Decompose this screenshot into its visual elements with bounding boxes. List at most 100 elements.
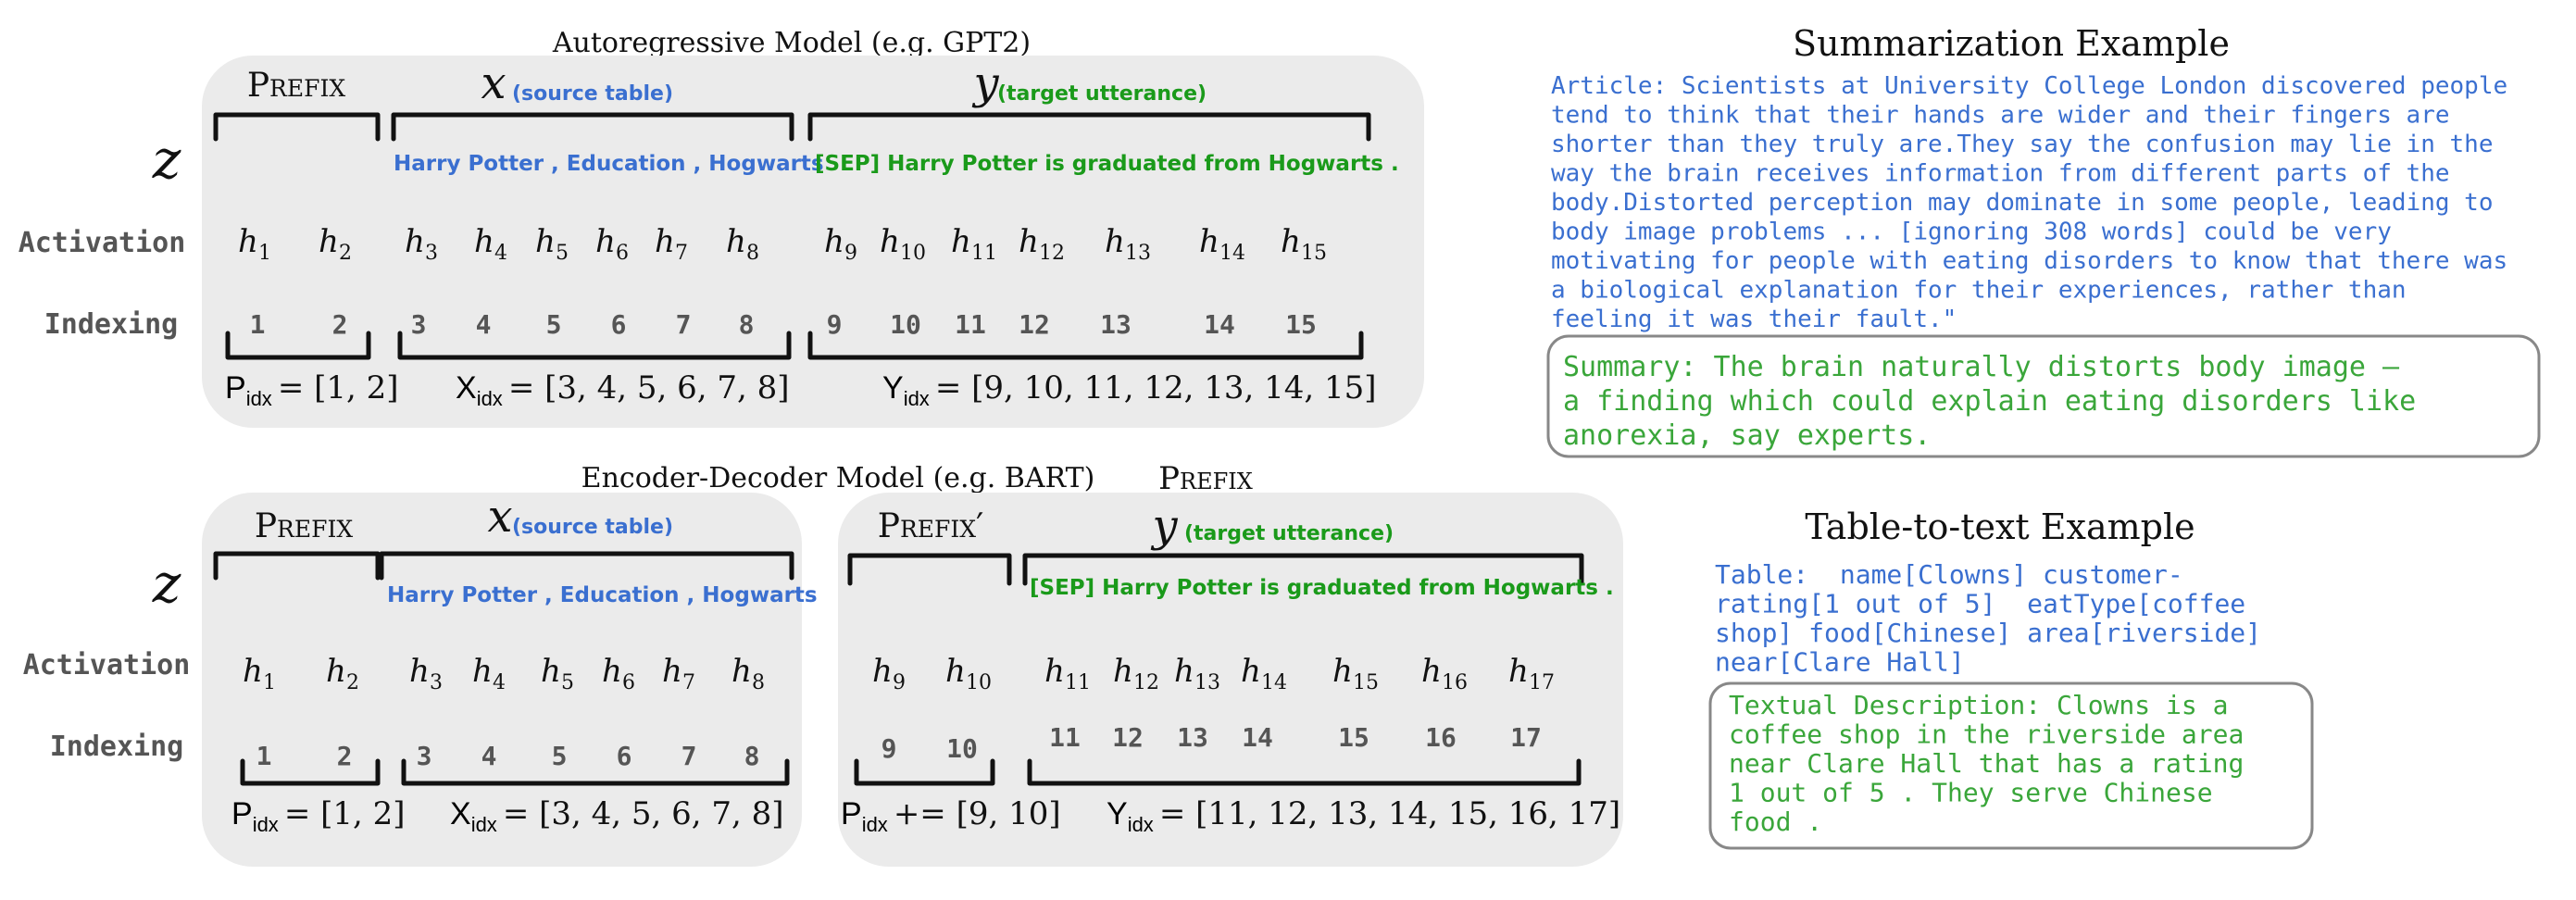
ar-z-var: z xyxy=(152,128,181,191)
ar-index-2: 2 xyxy=(332,309,348,340)
ar-activation-h6: h6 xyxy=(595,223,629,265)
ar-index-15: 15 xyxy=(1285,309,1317,340)
ed-activation-h12: h12 xyxy=(1113,653,1159,694)
decoder-panel xyxy=(838,493,1623,867)
ar-xidx-bracket xyxy=(397,331,792,360)
ar-activation-h2: h2 xyxy=(319,223,352,265)
ar-activation-h10: h10 xyxy=(880,223,926,265)
article-line: body image problems ... [ignoring 308 wo… xyxy=(1551,219,2392,246)
ed-index-13: 13 xyxy=(1177,722,1208,753)
ed-pidx2-eq: Pidx+= [9, 10] xyxy=(841,795,1061,836)
ed-index-11: 11 xyxy=(1049,722,1081,753)
article-line: feeling it was their fault." xyxy=(1551,306,1957,333)
ed-activation-h10: h10 xyxy=(945,653,992,694)
table-line: near[Clare Hall] xyxy=(1715,647,1965,678)
ar-y-desc: (target utterance) xyxy=(997,82,1207,106)
ar-xidx-eq: Xidx= [3, 4, 5, 6, 7, 8] xyxy=(456,369,790,410)
ar-index-9: 9 xyxy=(827,309,843,340)
ed-x-var: x xyxy=(487,491,512,543)
ed-activation-h9: h9 xyxy=(872,653,906,694)
encoder-panel xyxy=(202,493,802,867)
ar-index-7: 7 xyxy=(676,309,692,340)
ar-activation-h4: h4 xyxy=(474,223,507,265)
ar-activation-h1: h1 xyxy=(238,223,271,265)
ed-index-1: 1 xyxy=(256,741,272,771)
article-line: body.Distorted perception may dominate i… xyxy=(1551,189,2493,217)
encdec-title: Encoder-Decoder Model (e.g. BART) xyxy=(581,462,1095,494)
ed-xidx-eq: Xidx= [3, 4, 5, 6, 7, 8] xyxy=(450,795,784,836)
ed-index-8: 8 xyxy=(744,741,760,771)
desc-line: Textual Description: Clowns is a xyxy=(1729,690,2228,720)
ed-yidx-bracket xyxy=(1027,758,1582,786)
ar-index-14: 14 xyxy=(1204,309,1235,340)
ar-index-6: 6 xyxy=(611,309,627,340)
ar-index-10: 10 xyxy=(890,309,921,340)
summary-line: anorexia, say experts. xyxy=(1563,419,1931,452)
table-line: rating[1 out of 5] eatType[coffee xyxy=(1715,589,2245,619)
table2text-title: Table-to-text Example xyxy=(1805,506,2195,547)
ed-prefix-bracket xyxy=(213,551,381,581)
ed-yidx-eq: Yidx= [11, 12, 13, 14, 15, 16, 17] xyxy=(1107,795,1620,836)
ar-activation-h15: h15 xyxy=(1281,223,1327,265)
ed-index-3: 3 xyxy=(417,741,432,771)
ed-source-tokens: Harry Potter , Education , Hogwarts xyxy=(387,583,818,607)
ar-activation-h7: h7 xyxy=(655,223,688,265)
autoregressive-panel xyxy=(202,56,1424,428)
ar-x-var: x xyxy=(481,57,506,109)
ed-activation-h6: h6 xyxy=(602,653,635,694)
ed-activation-h1: h1 xyxy=(243,653,276,694)
ar-target-tokens: [SEP] Harry Potter is graduated from Hog… xyxy=(815,152,1399,176)
summary-line: a finding which could explain eating dis… xyxy=(1563,385,2416,418)
ed-activation-label: Activation xyxy=(23,649,191,681)
ed-activation-h2: h2 xyxy=(326,653,359,694)
ar-pidx-bracket xyxy=(225,331,371,360)
ed-x-bracket xyxy=(379,551,794,581)
ed-index-7: 7 xyxy=(682,741,697,771)
ed-activation-h13: h13 xyxy=(1174,653,1220,694)
ed-prefix2-label: Prefix′ xyxy=(878,507,984,545)
ar-activation-h13: h13 xyxy=(1105,223,1151,265)
ar-activation-h5: h5 xyxy=(535,223,569,265)
ed-activation-h14: h14 xyxy=(1241,653,1287,694)
ed-activation-h16: h16 xyxy=(1421,653,1468,694)
article-line: shorter than they truly are.They say the… xyxy=(1551,131,2493,158)
ar-y-bracket xyxy=(807,112,1371,142)
description-box xyxy=(1708,681,2314,850)
ed-activation-h3: h3 xyxy=(409,653,443,694)
ar-index-13: 13 xyxy=(1100,309,1132,340)
article-text: Article: Scientists at University Colleg… xyxy=(1551,72,2507,333)
ed-pidx-eq: Pidx= [1, 2] xyxy=(231,795,406,836)
ed-activation-h8: h8 xyxy=(732,653,765,694)
article-line: a biological explanation for their exper… xyxy=(1551,277,2407,305)
ar-source-tokens: Harry Potter , Education , Hogwarts xyxy=(394,152,824,176)
ed-activation-h7: h7 xyxy=(662,653,695,694)
ar-activation-h9: h9 xyxy=(824,223,857,265)
autoregressive-title: Autoregressive Model (e.g. GPT2) xyxy=(552,27,1031,59)
ed-index-10: 10 xyxy=(946,733,978,764)
desc-line: near Clare Hall that has a rating xyxy=(1729,748,2244,779)
desc-line: food . xyxy=(1729,806,1822,837)
ed-index-12: 12 xyxy=(1112,722,1144,753)
ar-index-8: 8 xyxy=(739,309,755,340)
ed-z-var: z xyxy=(152,552,181,615)
ar-index-4: 4 xyxy=(476,309,492,340)
ar-yidx-bracket xyxy=(807,331,1364,360)
ar-index-12: 12 xyxy=(1019,309,1050,340)
ed-pidx-bracket xyxy=(240,758,381,786)
summary-text: Summary: The brain naturally distorts bo… xyxy=(1563,351,2416,452)
encdec-floating-prefix: Prefix xyxy=(1158,460,1253,497)
ar-x-desc: (source table) xyxy=(512,82,673,106)
ed-activation-h17: h17 xyxy=(1508,653,1555,694)
table-text: Table: name[Clowns] customer-rating[1 ou… xyxy=(1715,559,2261,678)
ar-activation-h3: h3 xyxy=(405,223,438,265)
ed-x-desc: (source table) xyxy=(512,516,673,539)
ed-activation-h5: h5 xyxy=(541,653,574,694)
ed-index-14: 14 xyxy=(1242,722,1273,753)
ed-index-2: 2 xyxy=(337,741,353,771)
ed-target-tokens: [SEP] Harry Potter is graduated from Hog… xyxy=(1030,576,1614,600)
ar-index-11: 11 xyxy=(955,309,986,340)
